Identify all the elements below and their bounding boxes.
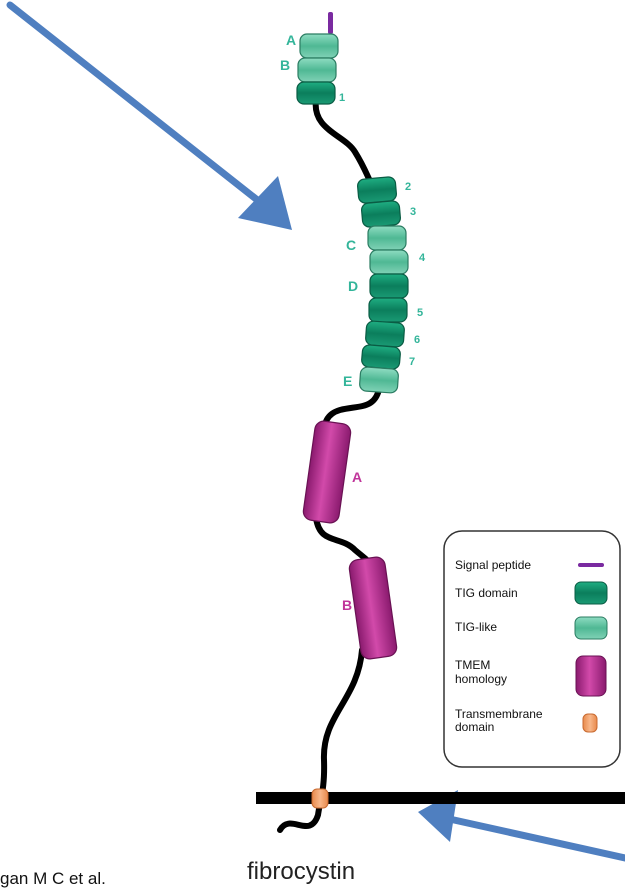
tmem-domain-b (348, 556, 398, 660)
legend-tig-like-swatch (575, 617, 607, 639)
legend-tig-domain-swatch (575, 582, 607, 604)
protein-name: fibrocystin (247, 858, 355, 886)
tig-like-domain-a (300, 34, 338, 58)
legend-tm-label-line1: Transmembrane (455, 707, 543, 721)
tig-domain-6 (365, 321, 405, 348)
citation-text: gan M C et al. (0, 869, 106, 889)
tig-domain-4 (370, 274, 408, 298)
arrow-bottom-right (445, 818, 625, 858)
number-7: 7 (409, 356, 415, 368)
tig-domain-5 (369, 298, 407, 322)
top-domain-stack (297, 34, 338, 104)
legend-tmem-label-line2: homology (455, 672, 507, 686)
membrane-line (256, 792, 625, 804)
number-1: 1 (339, 92, 345, 104)
tig-like-domain-c (368, 226, 406, 250)
legend-signal-peptide-swatch (578, 563, 604, 567)
tig-like-domain-c2 (370, 250, 408, 274)
signal-peptide (328, 12, 333, 34)
label-e: E (343, 373, 352, 389)
transmembrane-domain (312, 789, 328, 808)
label-d: D (348, 278, 358, 294)
label-tmem-b: B (342, 597, 352, 613)
legend-tmem-swatch (576, 656, 606, 696)
tig-like-domain-b (298, 58, 336, 82)
number-5: 5 (417, 307, 423, 319)
tig-domain-2 (357, 176, 397, 203)
arrow-top-left (10, 5, 270, 210)
label-c: C (346, 237, 356, 253)
label-a: A (286, 32, 296, 48)
number-6: 6 (414, 334, 420, 346)
label-b: B (280, 57, 290, 73)
legend: Signal peptide TIG domain TIG-like TMEM … (444, 531, 620, 767)
number-3: 3 (410, 206, 416, 218)
arrow-top-left-head (238, 176, 292, 230)
legend-signal-peptide-label: Signal peptide (455, 558, 531, 572)
tig-domain-1 (297, 82, 335, 104)
label-tmem-a: A (352, 469, 362, 485)
number-2: 2 (405, 181, 411, 193)
legend-tig-like-label: TIG-like (455, 620, 497, 634)
tig-domain-7 (361, 344, 401, 369)
number-4: 4 (419, 252, 426, 264)
legend-tig-domain-label: TIG domain (455, 586, 518, 600)
legend-tmem-label-line1: TMEM (455, 658, 490, 672)
legend-tm-label-line2: domain (455, 720, 494, 734)
tmem-domain-a (302, 420, 352, 524)
middle-domain-stack (357, 176, 408, 393)
tig-domain-3 (361, 200, 401, 227)
tig-like-domain-e (359, 367, 399, 394)
legend-tm-swatch (583, 714, 597, 732)
